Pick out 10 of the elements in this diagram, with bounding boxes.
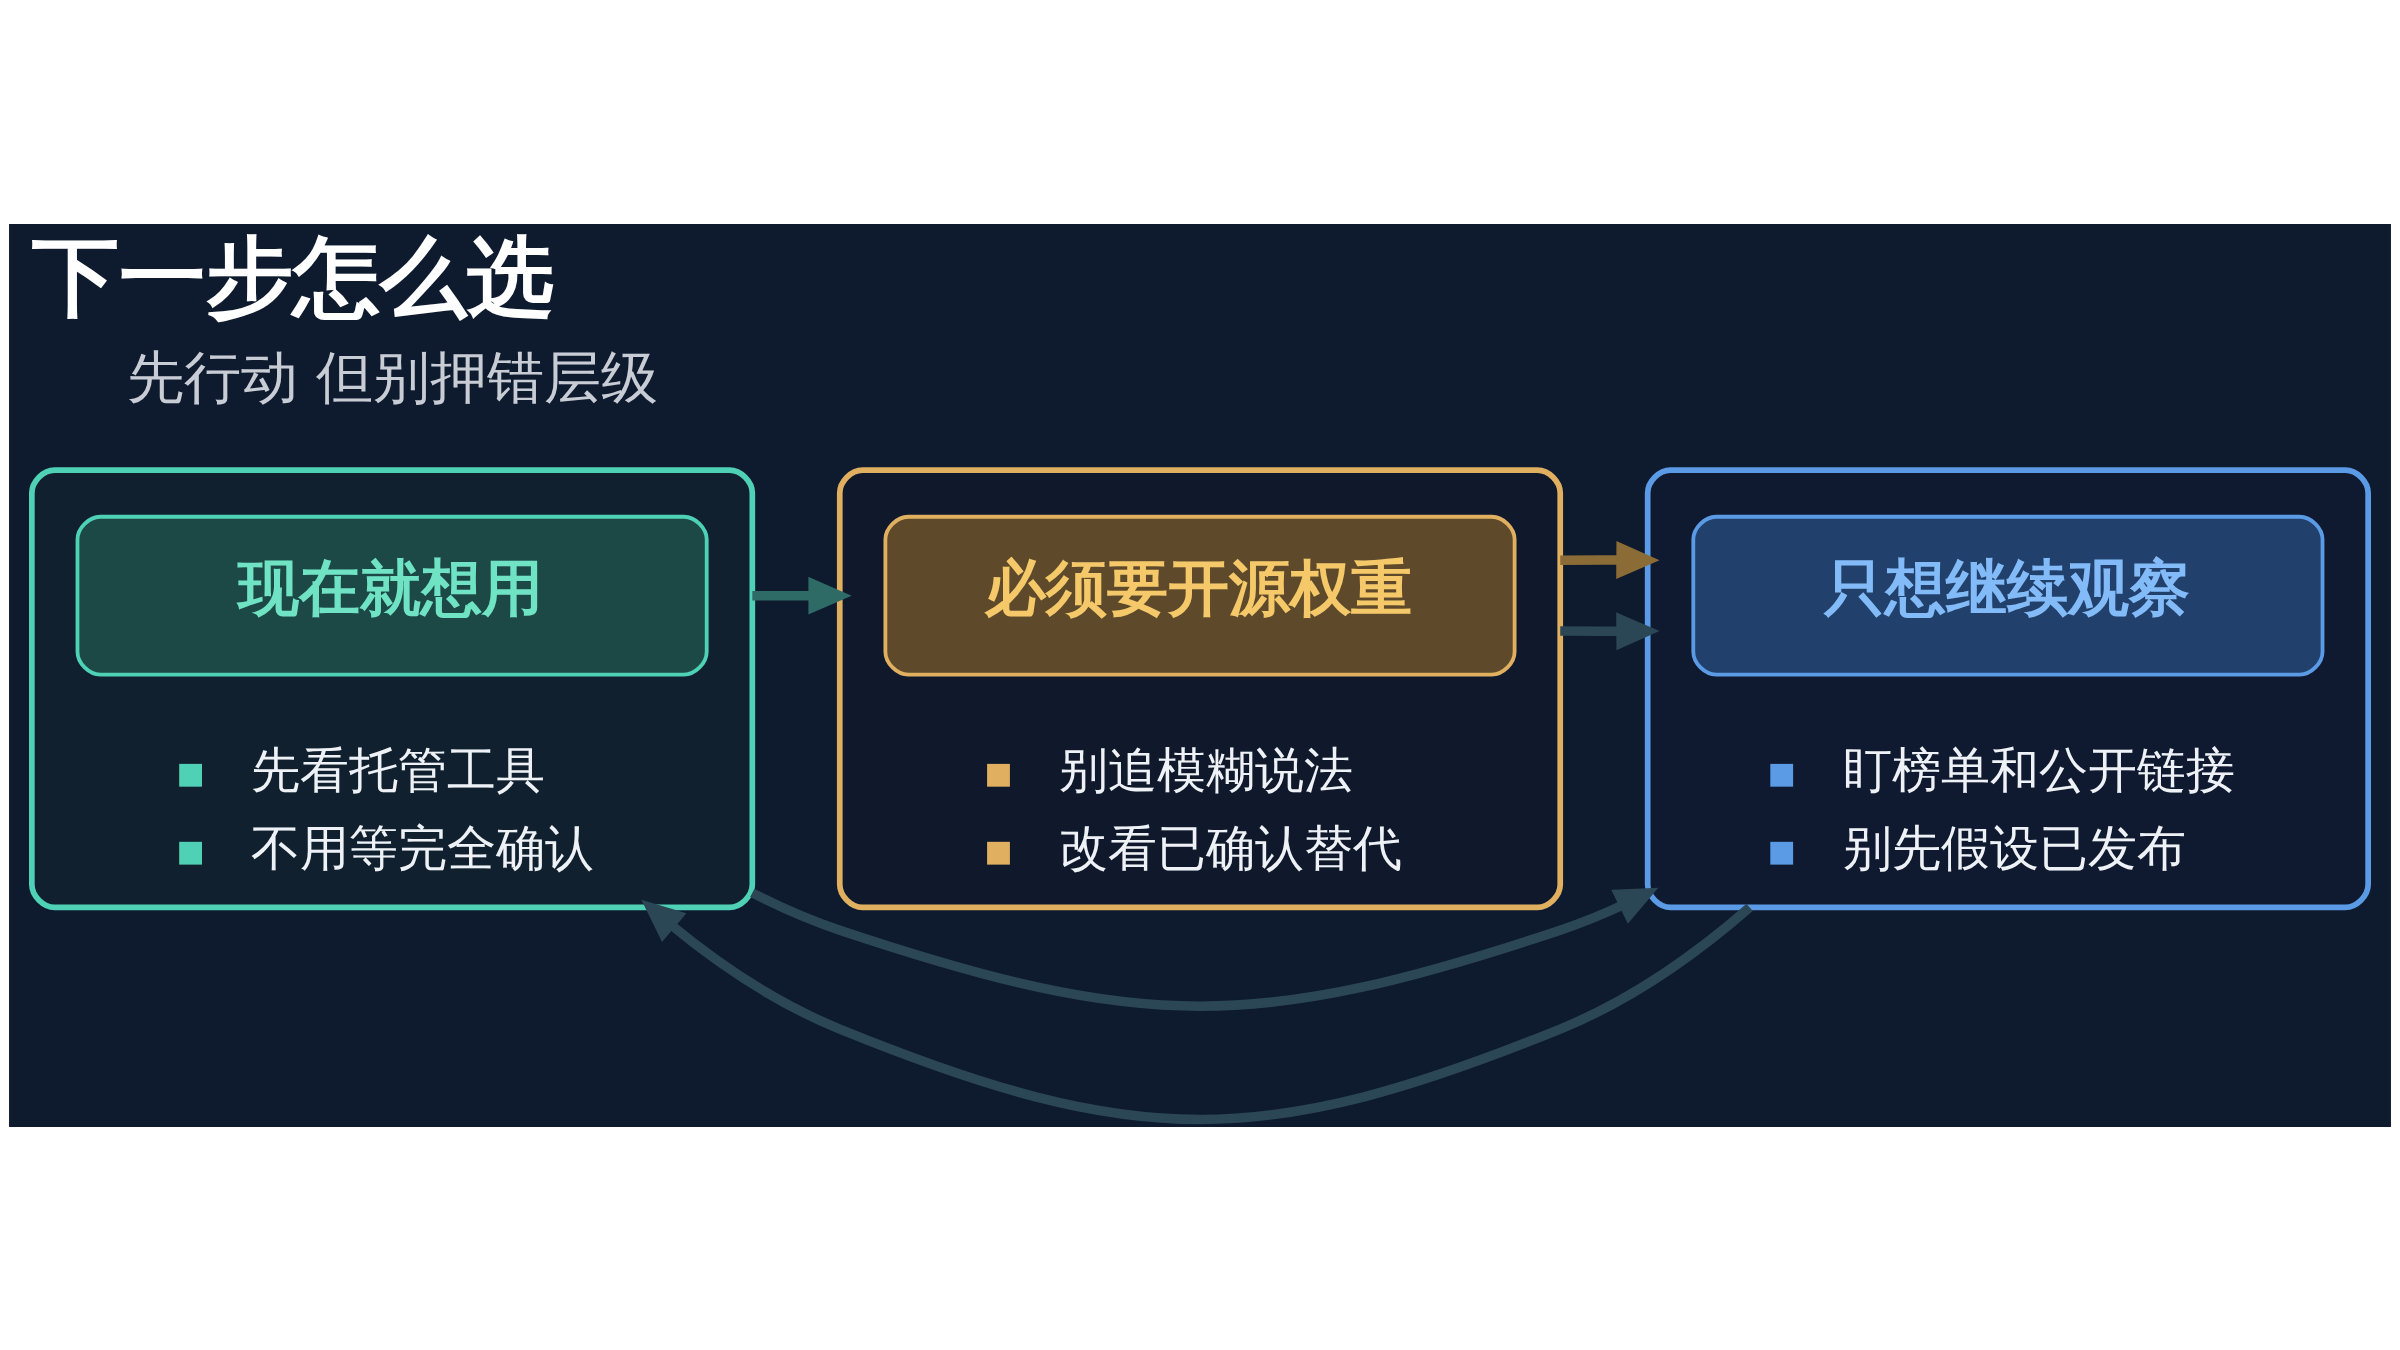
arrow <box>752 576 852 615</box>
arrow <box>1560 540 1660 579</box>
label: 先行动 但别押错层级 <box>126 343 658 410</box>
node-box: 必须要开源权重 <box>883 514 1517 676</box>
diagram-title: 下一步怎么选 <box>31 225 554 328</box>
arrow <box>1560 611 1660 650</box>
node-box: 现在就想用 <box>75 514 709 676</box>
arrow <box>641 899 1753 1124</box>
arrow <box>750 887 1659 1011</box>
node-box: 只想继续观察 <box>1691 514 2325 676</box>
